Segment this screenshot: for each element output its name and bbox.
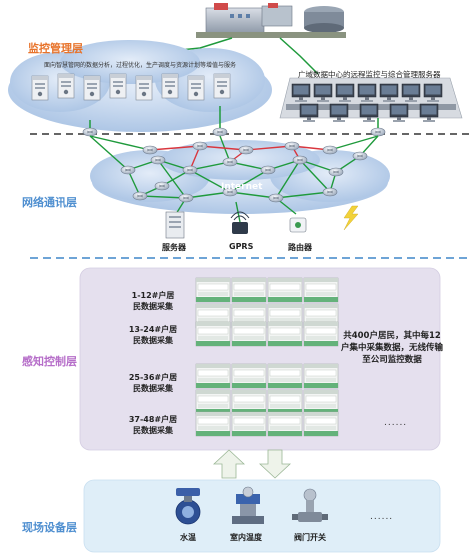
router-label: 路由器	[288, 243, 312, 252]
cloud-caption: 面向智慧管网的数据分析，过程优化，生产调度与资源计划等增值与服务	[44, 62, 237, 69]
router-device-icon	[289, 217, 307, 233]
gprs-label: GPRS	[229, 242, 254, 251]
lightning-icon	[343, 205, 359, 231]
group-label-4: 37-48#户居 民数据采集	[128, 415, 178, 435]
layer-title-monitor: 监控管理层	[28, 42, 83, 55]
valve-switch-icon	[292, 488, 328, 522]
group-label-3: 25-36#户居 民数据采集	[128, 373, 178, 393]
layer-title-sense: 感知控制层	[22, 355, 77, 368]
device-label-room-temp: 室内温度	[230, 533, 262, 542]
water-temp-sensor-icon	[175, 488, 201, 525]
sense-panel	[79, 267, 441, 451]
gprs-icon	[230, 211, 250, 234]
device-label-water-temp: 水温	[180, 533, 196, 542]
server-label: 服务器	[162, 243, 186, 252]
group-label-2: 13-24#户居 民数据采集	[128, 325, 178, 345]
sense-more: ......	[384, 418, 408, 428]
field-more: ......	[370, 512, 394, 522]
server-caption: 广域数据中心的远程监控与综合管理服务器	[298, 70, 441, 79]
layer-title-network: 网络通讯层	[22, 196, 77, 209]
layer-title-field: 现场设备层	[22, 521, 77, 534]
group-label-1: 1-12#户居 民数据采集	[131, 291, 175, 311]
data-flow-arrows	[212, 449, 292, 479]
room-temp-sensor-icon	[232, 486, 264, 524]
internet-label: Internet	[221, 182, 263, 192]
collection-note: 共400户居民，其中每12户集中采集数据，无线传输至公司监控数据	[340, 331, 443, 365]
plant-building-icon	[196, 3, 346, 38]
server-icon	[165, 211, 185, 239]
device-label-valve: 阀门开关	[294, 533, 326, 542]
monitoring-workstations	[279, 77, 463, 123]
